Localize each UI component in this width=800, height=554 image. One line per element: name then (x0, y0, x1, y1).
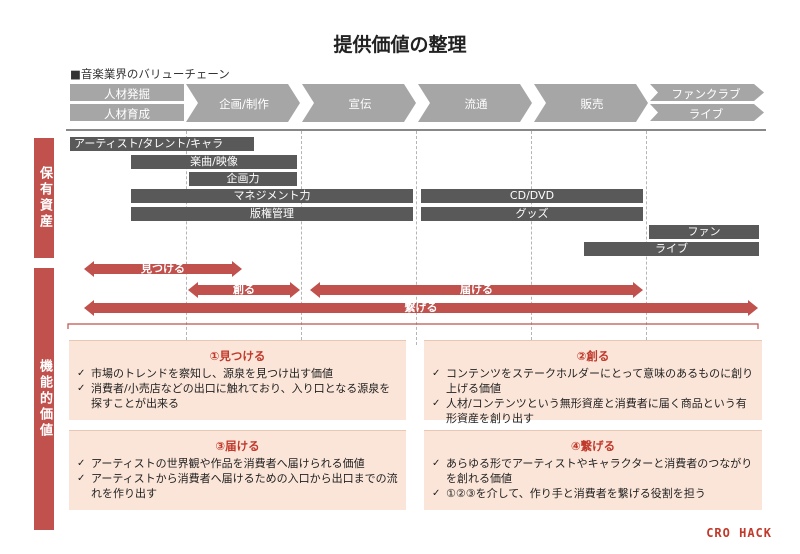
stage-guide (531, 131, 532, 345)
arrow-label-find: 見つける (141, 262, 185, 275)
functional-bracket (67, 323, 759, 329)
function-arrows (67, 261, 759, 329)
value-box-deliver: ③届ける アーティストの世界観や作品を消費者へ届けられる価値 アーティストから消… (69, 430, 406, 510)
arrow-deliver (310, 282, 643, 298)
asset-bar-rights: 版権管理 (131, 207, 413, 221)
arrow-label-connect: 繋げる (404, 301, 438, 314)
value-box-item: ①②③を介して、作り手と消費者を繋げる役割を担う (432, 486, 754, 501)
brand-logo: CRO HACK (706, 526, 772, 540)
chain-label-distribution: 流通 (464, 97, 488, 111)
value-box-item: 市場のトレンドを察知し、源泉を見つけ出す価値 (77, 366, 398, 381)
value-box-item: コンテンツをステークホルダーにとって意味のあるものに創り上げる価値 (432, 366, 754, 396)
section-subtitle: ■音楽業界のバリューチェーン (70, 67, 230, 81)
chain-label-planning: 企画/制作 (219, 97, 269, 111)
asset-bar-goods: グッズ (421, 207, 643, 221)
stage-guide (416, 131, 417, 345)
chain-step-fanclub (650, 84, 764, 101)
arrow-create (188, 282, 300, 298)
value-box-create: ②創る コンテンツをステークホルダーにとって意味のあるものに創り上げる価値 人材… (424, 340, 762, 425)
side-label-functional: 機能的価値 (34, 268, 54, 530)
value-box-find: ①見つける 市場のトレンドを察知し、源泉を見つけ出す価値 消費者/小売店などの出… (69, 340, 406, 420)
value-box-title: ①見つける (209, 349, 266, 363)
value-box-item: アーティストの世界観や作品を消費者へ届けられる価値 (77, 456, 398, 471)
arrow-find (84, 261, 242, 277)
side-label-assets: 保有資産 (34, 138, 54, 258)
chain-label-talent-top: 人材発掘 (104, 87, 150, 101)
value-box-item: 人材/コンテンツという無形資産と消費者に届く商品という有形資産を創り出す (432, 396, 754, 426)
chain-divider (66, 129, 766, 131)
value-box-item: あらゆる形でアーティストやキャラクターと消費者のつながりを創れる価値 (432, 456, 754, 486)
value-box-title: ②創る (576, 349, 610, 363)
arrow-label-create: 創る (233, 283, 255, 296)
chain-label-sales: 販売 (580, 97, 604, 111)
chain-label-talent-bottom: 人材育成 (104, 107, 150, 121)
chain-label-promotion: 宣伝 (348, 97, 372, 111)
asset-bar-management: マネジメント力 (131, 189, 413, 203)
value-box-connect: ④繋げる あらゆる形でアーティストやキャラクターと消費者のつながりを創れる価値 … (424, 430, 762, 510)
value-box-item: 消費者/小売店などの出口に触れており、入り口となる源泉を探すことが出来る (77, 381, 398, 411)
chain-step-talent-bottom (70, 104, 184, 121)
asset-bar-planning-power: 企画力 (189, 172, 297, 186)
value-box-item: アーティストから消費者へ届けるための入口から出口までの流れを作り出す (77, 471, 398, 501)
value-chain (70, 84, 764, 122)
asset-bar-artist: アーティスト/タレント/キャラ (70, 137, 254, 151)
arrow-connect (84, 300, 758, 316)
chain-label-fanclub: ファンクラブ (671, 87, 741, 101)
chain-step-promotion (302, 84, 416, 122)
stage-guide (301, 131, 302, 345)
chain-step-planning (186, 84, 300, 122)
chain-step-talent-top (70, 84, 184, 101)
chain-step-sales (534, 84, 648, 122)
chain-label-live: ライブ (688, 107, 724, 121)
value-box-title: ④繋げる (570, 439, 616, 453)
asset-bar-live: ライブ (584, 242, 759, 256)
chain-step-live (650, 104, 764, 121)
stage-guide (646, 131, 647, 345)
arrow-label-deliver: 届ける (460, 283, 493, 296)
value-box-title: ③届ける (215, 439, 260, 453)
page-title: 提供価値の整理 (333, 34, 467, 56)
asset-bar-songs: 楽曲/映像 (131, 155, 297, 169)
stage-guide (186, 131, 187, 345)
asset-bar-fans: ファン (649, 225, 759, 239)
asset-bar-cd-dvd: CD/DVD (421, 189, 643, 203)
chain-step-distribution (418, 84, 532, 122)
